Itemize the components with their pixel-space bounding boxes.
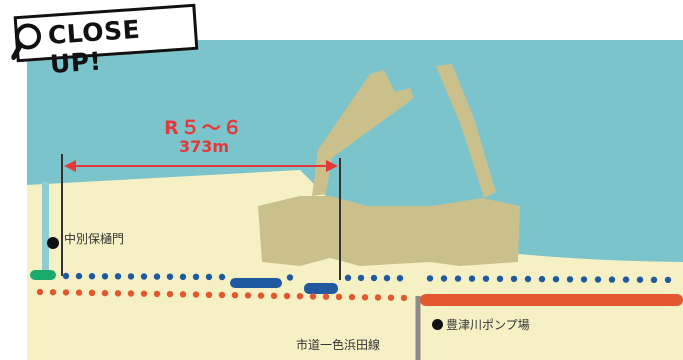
gate-label: 中別保樋門 (64, 232, 125, 246)
blue-dot (580, 276, 588, 283)
orange-dot (322, 293, 330, 300)
pump-station-label: 豊津川ポンプ場 (432, 316, 530, 333)
orange-dot (114, 290, 122, 297)
orange-dot (101, 289, 109, 297)
blue-dot (524, 275, 532, 283)
orange-dot (75, 289, 83, 296)
orange-dot (309, 293, 317, 300)
blue-dot (440, 275, 448, 282)
orange-dot (270, 292, 278, 299)
blue-dot (636, 276, 644, 283)
blue-dot (664, 276, 672, 284)
blue-dot (468, 275, 476, 282)
blue-dot (127, 273, 135, 280)
orange-dot (192, 291, 200, 298)
range-annotation: R５～６ 373m (124, 118, 284, 155)
blue-dot (192, 273, 200, 280)
blue-dot (140, 273, 148, 280)
orange-dot (387, 294, 395, 301)
harbor-breakwater-left (312, 70, 414, 196)
blue-dot (608, 276, 616, 283)
gate-channel (42, 182, 49, 272)
orange-dot (283, 292, 291, 300)
blue-dot (370, 274, 378, 282)
orange-dot (88, 289, 96, 296)
blue-dot (383, 274, 391, 282)
orange-dot (296, 293, 304, 300)
blue-dot (622, 276, 630, 283)
orange-dot (62, 289, 70, 296)
pump-station-name: 豊津川ポンプ場 (446, 318, 530, 332)
blue-dot (344, 274, 352, 281)
blue-dot (101, 273, 109, 280)
blue-dot (482, 275, 490, 282)
blue-dot (179, 273, 187, 280)
orange-dot (49, 289, 57, 296)
blue-dot (566, 276, 574, 283)
orange-dot (153, 290, 161, 298)
range-period: R５～６ (164, 117, 244, 139)
blue-segment-1 (230, 278, 282, 288)
blue-dot (594, 276, 602, 283)
blue-dotted-route (62, 272, 672, 284)
blue-dot (496, 275, 504, 282)
magnifier-icon (10, 23, 42, 61)
blue-dot (166, 273, 174, 280)
orange-segment (420, 294, 683, 306)
blue-dot (114, 273, 122, 280)
blue-dot (426, 275, 434, 282)
orange-dot (205, 291, 213, 298)
blue-dot (552, 276, 560, 283)
range-length: 373m (178, 137, 230, 156)
orange-dot (257, 292, 265, 299)
blue-dot (218, 273, 226, 281)
blue-dot (75, 272, 83, 280)
blue-dot (88, 273, 96, 280)
orange-dot (179, 291, 187, 298)
gate-marker-icon (47, 237, 59, 249)
orange-dot (166, 290, 174, 298)
blue-dot (357, 274, 365, 282)
blue-dot (510, 275, 518, 283)
road-label: 市道一色浜田線 (296, 338, 381, 352)
orange-dot (374, 294, 382, 301)
orange-dot (400, 294, 408, 302)
close-up-title: CLOSE UP! (47, 14, 142, 79)
blue-dot (205, 273, 213, 281)
blue-dot (454, 275, 462, 282)
orange-dot (348, 293, 356, 301)
orange-dot (127, 290, 135, 297)
orange-dot (140, 290, 148, 297)
range-arrow-right-head (326, 160, 338, 172)
point-marker-icon (432, 319, 443, 330)
blue-dot (650, 276, 658, 283)
orange-dot (361, 294, 369, 301)
range-arrow-left-head (64, 160, 76, 172)
close-up-badge: CLOSE UP! (10, 3, 199, 79)
blue-dot (396, 275, 404, 282)
blue-dot (153, 273, 161, 280)
blue-segment-2 (304, 283, 338, 294)
orange-dot (36, 288, 44, 296)
blue-dot (538, 275, 546, 283)
blue-dot (286, 274, 294, 281)
harbor-basin (258, 196, 520, 266)
orange-dot (231, 292, 239, 299)
harbor-breakwater-right (436, 64, 496, 198)
gate-mark (30, 270, 56, 280)
orange-dot (218, 291, 226, 299)
orange-dot (244, 292, 252, 299)
orange-dot (335, 293, 343, 301)
blue-dot (62, 272, 70, 280)
orange-dotted-route (36, 288, 408, 302)
